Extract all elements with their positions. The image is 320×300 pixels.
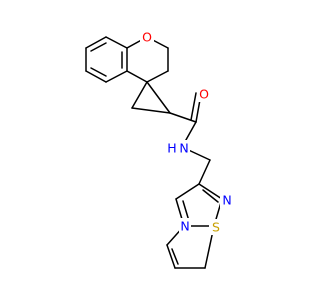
- bond: [190, 92, 197, 121]
- bond: [105, 70, 128, 83]
- atom-label: S: [212, 220, 220, 235]
- atom-labels: O O H N N N S: [140, 29, 234, 235]
- bond: [169, 112, 197, 123]
- bond: [146, 81, 171, 114]
- bond: [166, 244, 176, 269]
- molecule-structure: O O H N N N S: [85, 29, 234, 269]
- bond: [175, 183, 200, 200]
- bond: [85, 36, 107, 49]
- bond: [90, 67, 107, 77]
- bond: [126, 70, 148, 83]
- bond: [105, 36, 128, 49]
- atom-label: H: [167, 141, 176, 156]
- atom-label: N: [180, 219, 189, 234]
- atom-label: N: [179, 141, 188, 156]
- atom-label: O: [142, 30, 152, 45]
- bond: [198, 183, 223, 200]
- bond: [85, 70, 107, 83]
- bond: [202, 189, 219, 203]
- bond: [171, 248, 179, 265]
- bond: [90, 42, 107, 52]
- atom-label: N: [222, 193, 231, 208]
- bond: [131, 107, 171, 114]
- bond: [131, 81, 148, 109]
- bond: [182, 200, 190, 222]
- bond: [198, 159, 211, 185]
- bond: [146, 70, 169, 83]
- bonds: [85, 36, 223, 269]
- atom-label: O: [199, 87, 209, 102]
